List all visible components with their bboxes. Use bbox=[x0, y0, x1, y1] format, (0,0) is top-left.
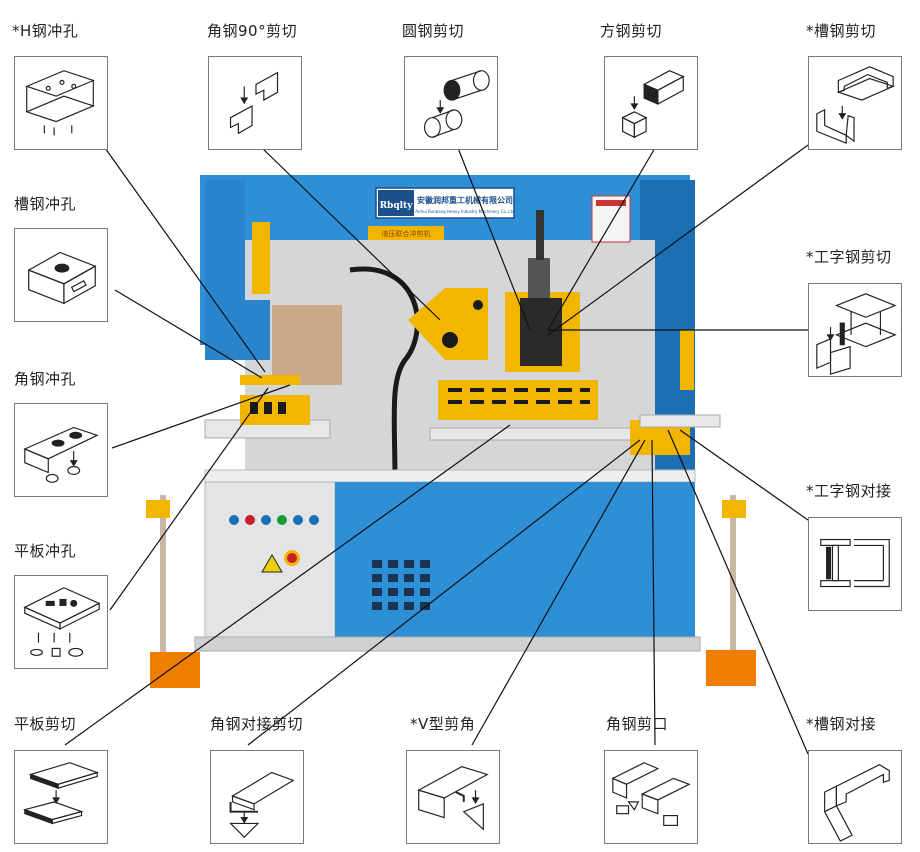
label-plate-shear: 平板剪切 bbox=[14, 715, 77, 733]
model-plate bbox=[368, 226, 444, 240]
label-angle-punch: 角钢冲孔 bbox=[14, 370, 77, 388]
ibeam-shear-icon bbox=[808, 283, 902, 377]
model-plate-text: 液压联合冲剪机 bbox=[382, 229, 431, 238]
label-channel-punch: 槽钢冲孔 bbox=[14, 195, 77, 213]
channel-butt-icon bbox=[808, 750, 902, 844]
label-angle90-shear: 角钢90°剪切 bbox=[207, 22, 298, 40]
angle-shear-blade bbox=[408, 288, 488, 360]
label-plate-punch: 平板冲孔 bbox=[14, 542, 77, 560]
punch-guard bbox=[272, 305, 342, 385]
control-buttons bbox=[229, 515, 319, 525]
angle-notch-icon bbox=[604, 750, 698, 844]
channel-punch-icon bbox=[14, 228, 108, 322]
plate-shear-icon bbox=[14, 750, 108, 844]
foot-pedal-right bbox=[706, 650, 756, 686]
brand-logo: Rbqlty bbox=[380, 201, 414, 211]
label-v-notch: *V型剪角 bbox=[410, 715, 476, 733]
angle90-shear-icon bbox=[208, 56, 302, 150]
label-square-shear: 方钢剪切 bbox=[600, 22, 663, 40]
label-angle-notch: 角钢剪口 bbox=[606, 715, 669, 733]
label-round-shear: 圆钢剪切 bbox=[402, 22, 465, 40]
hazard-icon bbox=[261, 554, 283, 573]
warning-plate-left bbox=[252, 222, 270, 294]
plate-punch-icon bbox=[14, 575, 108, 669]
round-shear-icon bbox=[404, 56, 498, 150]
brand-company-en: Anhui Runbang Heavy Industry Machinery C… bbox=[415, 209, 515, 214]
label-ibeam-butt: *工字钢对接 bbox=[806, 482, 892, 500]
h-punch-icon bbox=[14, 56, 108, 150]
ibeam-butt-icon bbox=[808, 517, 902, 611]
vent-grille bbox=[372, 560, 430, 610]
label-ibeam-shear: *工字钢剪切 bbox=[806, 248, 892, 266]
brand-company-cn: 安徽润邦重工机械有限公司 bbox=[417, 195, 513, 205]
angle-butt-shear-icon bbox=[210, 750, 304, 844]
label-angle-butt-shear: 角钢对接剪切 bbox=[210, 715, 304, 733]
side-handle bbox=[680, 330, 694, 390]
foot-pedal-left bbox=[150, 652, 200, 688]
channel-shear-icon bbox=[808, 56, 902, 150]
label-channel-butt: *槽钢对接 bbox=[806, 715, 877, 733]
square-shear-icon bbox=[604, 56, 698, 150]
angle-punch-icon bbox=[14, 403, 108, 497]
emergency-stop-icon bbox=[287, 553, 297, 563]
v-notch-icon bbox=[406, 750, 500, 844]
label-channel-shear: *槽钢剪切 bbox=[806, 22, 877, 40]
label-h-punch: *H钢冲孔 bbox=[12, 22, 79, 40]
